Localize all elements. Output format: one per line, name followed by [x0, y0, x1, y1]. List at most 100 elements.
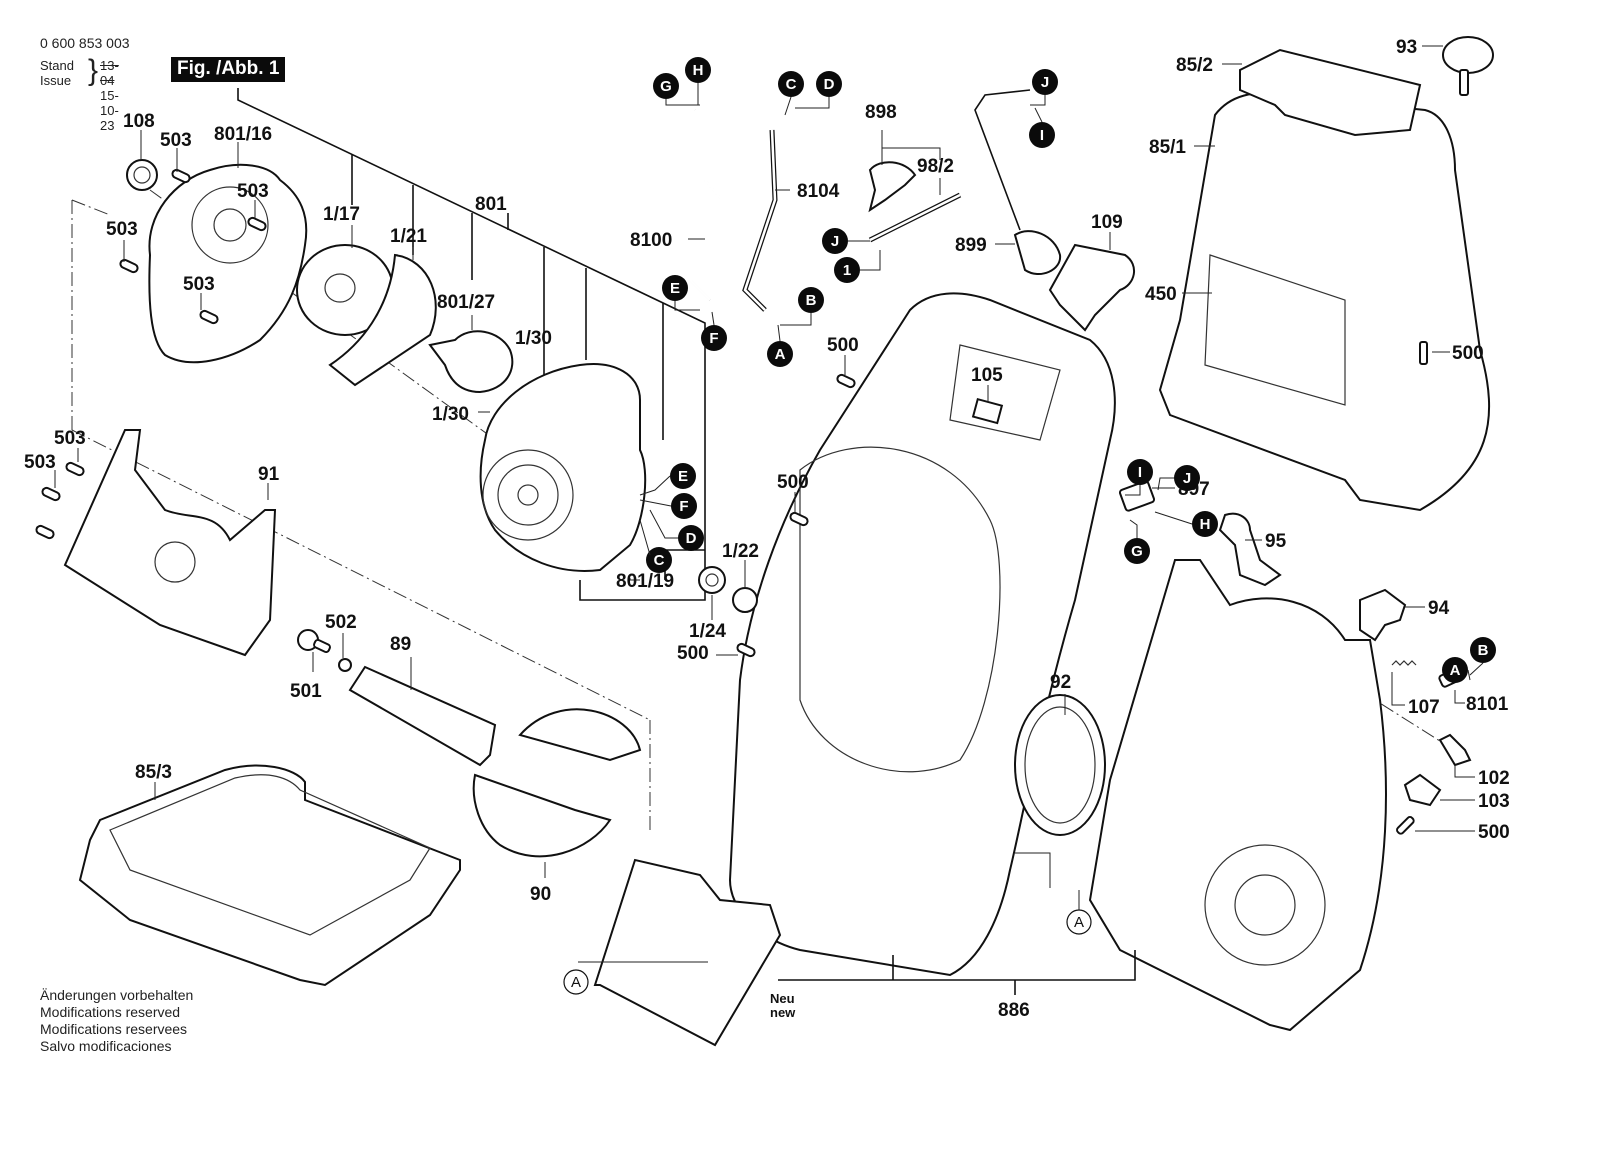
label-neu: Neu	[770, 991, 795, 1006]
svg-text:I: I	[1138, 464, 1142, 481]
part-1-21-shroud	[328, 253, 437, 387]
part-85-3-collection-tray	[78, 764, 461, 987]
label-85-1: 85/1	[1149, 137, 1186, 158]
part-801-27-bearing-holder	[428, 330, 514, 394]
notice-es: Salvo modificaciones	[40, 1038, 172, 1054]
label-1-30: 1/30	[432, 404, 469, 425]
part-898-switch-lever	[868, 161, 917, 213]
svg-text:C: C	[654, 552, 665, 569]
figure-label: Fig. /Abb. 1	[171, 57, 286, 82]
part-93-knob	[1442, 36, 1494, 96]
label-8100: 8100	[630, 230, 672, 251]
part-89-blade	[348, 665, 497, 767]
marker-h: H	[685, 57, 711, 83]
marker-h: H	[1192, 511, 1218, 537]
label-91: 91	[258, 464, 280, 485]
label-94: 94	[1428, 598, 1450, 619]
part-107-spring	[1391, 660, 1417, 666]
marker-f: F	[701, 325, 727, 351]
label-8104: 8104	[797, 181, 840, 202]
label-500: 500	[827, 335, 859, 356]
part-85-2-lid	[1239, 48, 1422, 137]
label-500: 500	[1452, 343, 1484, 364]
label-500: 500	[1478, 822, 1510, 843]
marker-a: A	[767, 341, 793, 367]
svg-text:A: A	[775, 346, 786, 363]
marker-b: B	[798, 287, 824, 313]
revision-info: Stand Issue } 13-04 15-10-23	[40, 56, 119, 134]
svg-text:J: J	[831, 233, 839, 250]
label-503: 503	[183, 274, 215, 295]
marker-i: I	[1029, 122, 1055, 148]
svg-text:B: B	[1478, 642, 1489, 659]
modification-notice: Änderungen vorbehalten Modifications res…	[40, 987, 193, 1055]
marker-d: D	[816, 71, 842, 97]
brace-icon: }	[88, 54, 99, 87]
part-8100-cable	[688, 109, 724, 301]
marker-leaders	[639, 83, 1484, 910]
svg-text:A: A	[1450, 662, 1461, 679]
label-89: 89	[390, 634, 411, 655]
label-503: 503	[24, 452, 56, 473]
part-103-knob	[1403, 773, 1442, 807]
marker-g: G	[653, 73, 679, 99]
marker-1: 1	[834, 257, 860, 283]
label-899: 899	[955, 235, 987, 256]
label-new: new	[770, 1005, 796, 1020]
stand-date: 13-04	[100, 58, 119, 88]
label-801: 801	[475, 194, 507, 215]
label-801-19: 801/19	[616, 571, 674, 592]
label-502: 502	[325, 612, 357, 633]
svg-text:A: A	[571, 974, 581, 991]
label-503: 503	[106, 219, 138, 240]
part-450-hopper	[1158, 92, 1491, 512]
part-91-motor-bracket	[63, 429, 277, 657]
label-503: 503	[54, 428, 86, 449]
screws-500	[736, 373, 856, 658]
marker-c: C	[646, 547, 672, 573]
part-801-16-gear-cover	[148, 163, 308, 364]
svg-text:G: G	[1131, 543, 1143, 560]
svg-text:F: F	[709, 330, 718, 347]
label-8101: 8101	[1466, 694, 1509, 715]
marker-a-outline: A	[1066, 909, 1092, 935]
document-number: 0 600 853 003	[40, 35, 130, 51]
notice-de: Änderungen vorbehalten	[40, 987, 194, 1003]
label-503: 503	[160, 130, 192, 151]
marker-j: J	[1174, 465, 1200, 491]
part-95-latch	[1218, 512, 1282, 587]
label-109: 109	[1091, 212, 1123, 233]
marker-b: B	[1470, 637, 1496, 663]
part-102-pin	[1438, 733, 1472, 767]
part-new-ejection-chute	[593, 858, 782, 1047]
leader-lines	[54, 45, 1475, 995]
label-1-22: 1/22	[722, 541, 759, 562]
label-85-3: 85/3	[135, 762, 172, 783]
part-1-22-1-24-bearings	[698, 566, 758, 613]
svg-text:A: A	[1074, 914, 1084, 931]
marker-c: C	[778, 71, 804, 97]
label-95: 95	[1265, 531, 1287, 552]
label-503: 503	[237, 181, 269, 202]
label-886: 886	[998, 1000, 1030, 1021]
svg-text:B: B	[806, 292, 817, 309]
screws-503	[35, 168, 267, 540]
marker-f: F	[671, 493, 697, 519]
notice-fr: Modifications reservees	[40, 1021, 188, 1037]
part-502-washer	[338, 658, 352, 672]
notice-en: Modifications reserved	[40, 1004, 181, 1020]
part-108-bearing	[126, 159, 158, 191]
part-801-motor	[479, 363, 647, 572]
label-90: 90	[530, 884, 551, 905]
part-109-switch-housing	[1048, 243, 1135, 332]
label-85-2: 85/2	[1176, 55, 1213, 76]
svg-text:E: E	[670, 280, 680, 297]
label-1-30: 1/30	[515, 328, 552, 349]
part-897-switch	[1118, 480, 1156, 512]
part-8104-cable	[742, 129, 778, 312]
issue-label: Issue	[40, 73, 72, 88]
marker-d: D	[678, 525, 704, 551]
label-500: 500	[777, 472, 809, 493]
label-105: 105	[971, 365, 1003, 386]
